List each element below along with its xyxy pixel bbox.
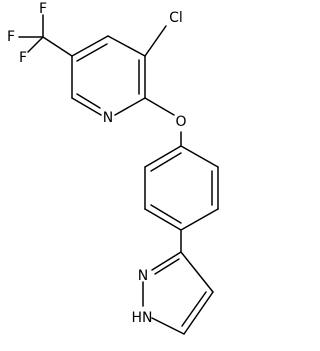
bond-ph-1-2 [180,145,219,168]
bond-ph-6-1-inner [150,152,182,172]
bond-pz-c5-c4-inner [181,291,207,327]
structure-diagram: F F F Cl N O N HN [7,1,219,335]
atom-n-pyridine: N [103,110,113,126]
bond-pyr-c5-c4 [71,35,109,57]
atom-f-left: F [7,29,15,45]
bond-pyr-c5-c4-inner [76,43,108,62]
atom-cl: Cl [169,10,183,26]
atom-nh-pyrazole: HN [132,310,153,326]
bond-ph-4-5-inner [150,204,182,224]
atom-f-top: F [39,1,47,17]
atom-f-bottom: F [19,50,27,66]
bond-pz-c5-c4 [183,291,214,335]
bond-pz-c4-c3 [180,251,214,293]
bond-pz-c3-n2-inner [154,258,180,275]
bond-c-cl [144,25,167,57]
atom-n-pyrazole: N [138,268,148,284]
bond-pyr-c2-n [114,97,146,116]
atom-o-ether: O [175,114,186,130]
bond-pyr-n-c6-inner [76,93,101,109]
bond-c-f-bottom [27,36,44,53]
bond-pz-c3-n2 [151,251,182,271]
bond-pyr-n-c6 [71,97,102,116]
bond-ph-4-5 [144,208,182,231]
bond-pz-n1-c5 [151,317,185,335]
molecule-svg: F F F Cl N O N HN [7,1,219,335]
bond-ph-3-4 [180,208,219,231]
bond-pyr-c4-c3 [107,35,146,57]
bond-cf3-ring [42,36,73,57]
bond-ph-6-1 [144,145,182,168]
bond-pyr-o [144,97,175,116]
